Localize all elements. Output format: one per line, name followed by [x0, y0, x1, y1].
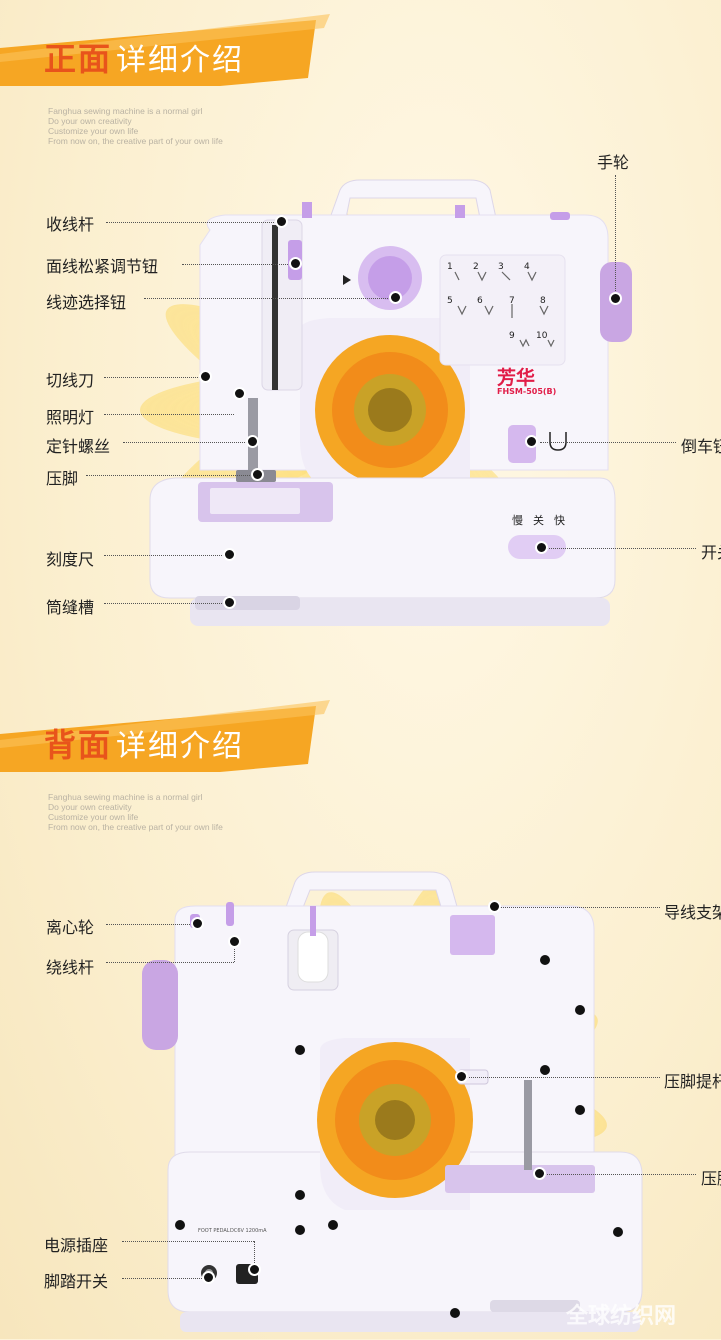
- leader-line: [544, 1174, 696, 1175]
- callout-dot: [223, 548, 236, 561]
- leader-line: [104, 377, 200, 378]
- stitch-number: 2: [473, 262, 479, 272]
- leader-line: [500, 907, 660, 908]
- speed-label-fast: 快: [554, 514, 565, 527]
- leader-line: [123, 442, 247, 443]
- callout-dot: [533, 1167, 546, 1180]
- label-presser-foot: 压脚: [46, 469, 79, 488]
- stitch-number: 9: [509, 331, 515, 341]
- callout-dot: [199, 370, 212, 383]
- label-stitch-selector: 线迹选择钮: [46, 293, 127, 312]
- callout-dot: [248, 1263, 261, 1276]
- stitch-number: 6: [477, 296, 483, 306]
- callout-dot: [525, 435, 538, 448]
- port-label-dc: DC6V 1200mA: [230, 1228, 267, 1234]
- stitch-number: 5: [447, 296, 453, 306]
- brand-logo-text: 芳华: [497, 367, 536, 389]
- front-slogan: Fanghua sewing machine is a normal girl …: [48, 106, 223, 146]
- callout-dot: [202, 1271, 215, 1284]
- label-ruler: 刻度尺: [46, 550, 95, 569]
- back-title: 背面详细介绍: [44, 726, 245, 764]
- leader-line: [546, 548, 696, 549]
- callout-dot: [535, 541, 548, 554]
- label-hand-wheel: 手轮: [597, 153, 630, 172]
- label-back-presser-foot: 压脚: [701, 1169, 721, 1188]
- speed-label-slow: 慢: [512, 514, 523, 527]
- callout-dot: [228, 935, 241, 948]
- watermark: 全球纺织网: [566, 1304, 677, 1329]
- leader-line: [106, 962, 234, 963]
- label-reverse-button: 倒车钮: [681, 437, 721, 456]
- label-pedal-switch: 脚踏开关: [44, 1272, 109, 1291]
- callout-dot: [246, 435, 259, 448]
- label-thread-tension-dial: 面线松紧调节钮: [46, 257, 159, 276]
- front-title-banner: 正面详细介绍: [0, 14, 330, 86]
- back-machine-illustration: [142, 871, 643, 1332]
- callout-dot: [233, 387, 246, 400]
- leader-line: [144, 298, 390, 299]
- leader-line: [122, 1241, 254, 1242]
- label-thread-cutter: 切线刀: [46, 371, 95, 390]
- front-machine-illustration: [149, 179, 632, 626]
- label-free-arm: 筒缝槽: [46, 598, 95, 617]
- label-power-socket: 电源插座: [44, 1236, 109, 1255]
- callout-dot: [223, 596, 236, 609]
- leader-line: [104, 555, 224, 556]
- label-presser-foot-lever: 压脚提杆: [664, 1072, 721, 1091]
- leader-line: [615, 175, 616, 293]
- label-needle-screw: 定针螺丝: [46, 437, 111, 456]
- callout-dot: [191, 917, 204, 930]
- leader-line: [86, 475, 252, 476]
- stitch-number: 10: [536, 331, 548, 341]
- label-light: 照明灯: [46, 408, 95, 427]
- stitch-number: 1: [447, 262, 453, 272]
- callout-dot: [251, 468, 264, 481]
- leader-line: [466, 1077, 660, 1078]
- leader-line: [106, 222, 276, 223]
- banner-shape: [0, 700, 330, 772]
- label-power-switch: 开关: [701, 543, 721, 562]
- label-bobbin-winder: 离心轮: [46, 918, 95, 937]
- banner-shape: [0, 14, 330, 86]
- back-slogan: Fanghua sewing machine is a normal girl …: [48, 792, 223, 832]
- leader-line: [122, 1278, 204, 1279]
- stitch-number: 7: [509, 296, 515, 306]
- leader-line: [104, 414, 234, 415]
- leader-line: [234, 944, 235, 962]
- model-number: FHSM-505(B): [497, 387, 557, 396]
- stitch-number: 8: [540, 296, 546, 306]
- stitch-number: 3: [498, 262, 504, 272]
- port-label-foot-pedal: FOOT PEDAL: [198, 1228, 230, 1234]
- callout-dot: [275, 215, 288, 228]
- callout-dot: [609, 292, 622, 305]
- front-title: 正面详细介绍: [44, 40, 245, 78]
- stitch-number: 4: [524, 262, 530, 272]
- leader-line: [540, 442, 676, 443]
- leader-line: [182, 264, 290, 265]
- label-thread-guide: 导线支架: [664, 903, 721, 922]
- leader-line: [106, 924, 192, 925]
- back-title-banner: 背面详细介绍: [0, 700, 330, 772]
- leader-line: [254, 1241, 255, 1265]
- callout-dot: [289, 257, 302, 270]
- callout-dot: [389, 291, 402, 304]
- callout-dot: [455, 1070, 468, 1083]
- speed-label-off: 关: [533, 514, 544, 527]
- label-spool-pin: 绕线杆: [46, 958, 95, 977]
- label-take-up-lever: 收线杆: [46, 215, 95, 234]
- leader-line: [104, 603, 224, 604]
- callout-dot: [488, 900, 501, 913]
